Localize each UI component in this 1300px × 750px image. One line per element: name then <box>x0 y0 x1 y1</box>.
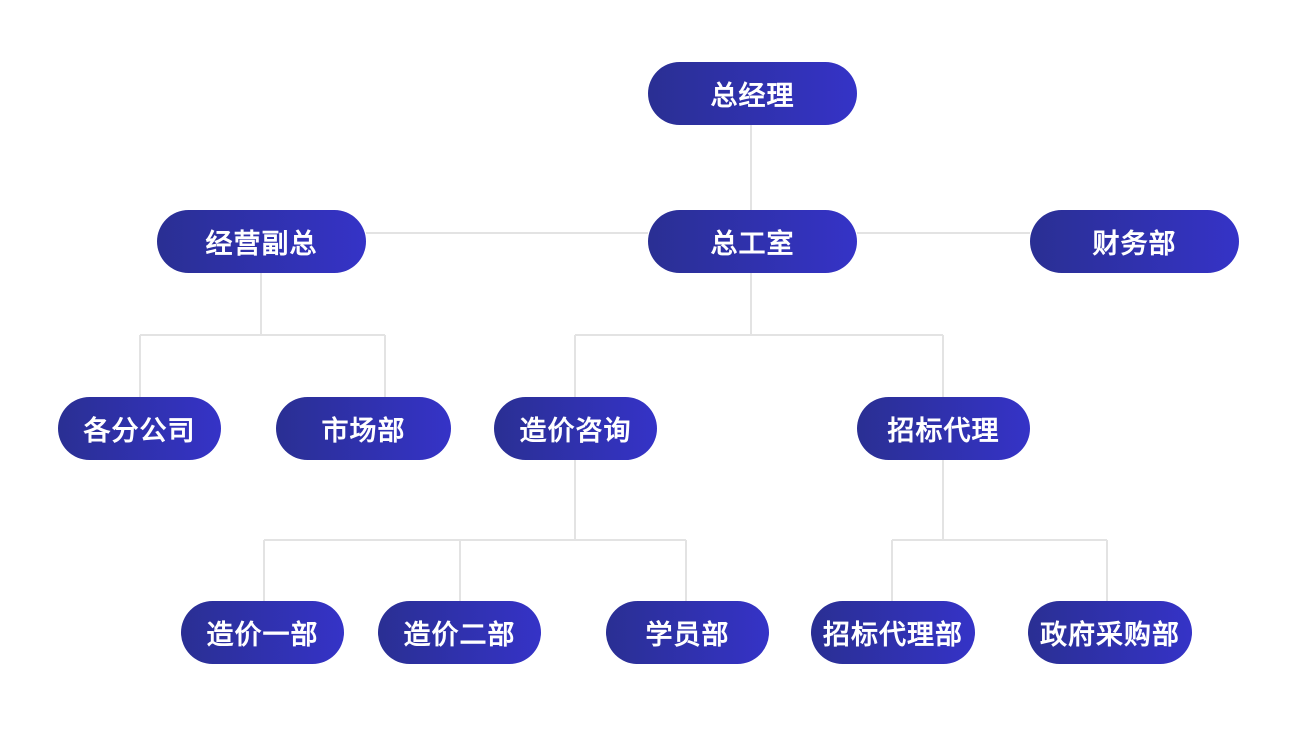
node-label: 造价一部 <box>206 620 319 651</box>
node-label: 政府采购部 <box>1040 620 1180 651</box>
node-chief-engineer-office: 总工室 <box>648 210 857 273</box>
node-student-dept: 学员部 <box>606 601 769 664</box>
node-bidding-agency: 招标代理 <box>857 397 1030 460</box>
node-label: 总经理 <box>710 81 795 112</box>
node-marketing-dept: 市场部 <box>276 397 451 460</box>
node-label: 学员部 <box>645 620 730 651</box>
node-gov-procurement-dept: 政府采购部 <box>1028 601 1192 664</box>
node-label: 市场部 <box>321 416 406 447</box>
node-finance-dept: 财务部 <box>1030 210 1239 273</box>
node-label: 造价二部 <box>403 620 516 651</box>
node-cost-dept-1: 造价一部 <box>181 601 344 664</box>
node-label: 财务部 <box>1092 229 1177 260</box>
node-label: 招标代理部 <box>823 620 963 651</box>
node-branches: 各分公司 <box>58 397 221 460</box>
node-label: 各分公司 <box>83 416 196 447</box>
node-cost-consulting: 造价咨询 <box>494 397 657 460</box>
node-label: 造价咨询 <box>519 416 632 447</box>
node-label: 经营副总 <box>205 229 318 260</box>
node-label: 总工室 <box>710 229 795 260</box>
node-bidding-agency-dept: 招标代理部 <box>811 601 975 664</box>
node-business-vp: 经营副总 <box>157 210 366 273</box>
node-general-manager: 总经理 <box>648 62 857 125</box>
node-cost-dept-2: 造价二部 <box>378 601 541 664</box>
node-label: 招标代理 <box>887 416 1000 447</box>
